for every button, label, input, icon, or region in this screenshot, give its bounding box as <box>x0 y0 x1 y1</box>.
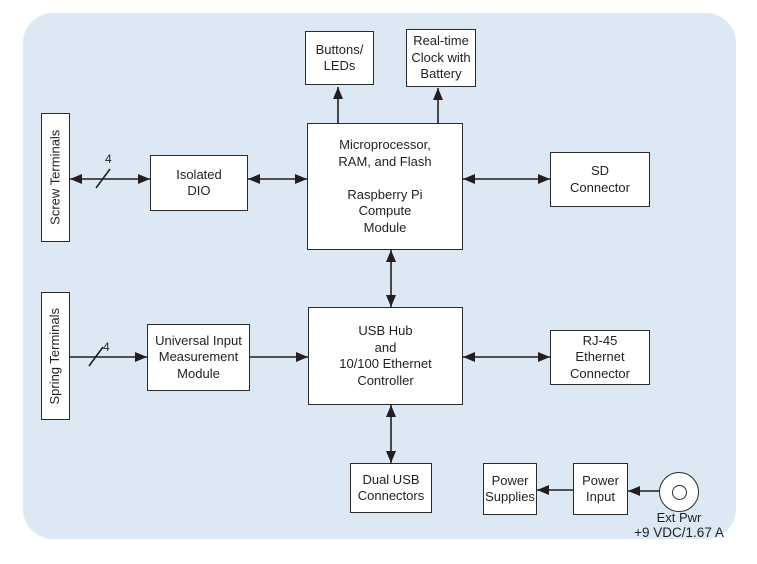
bus-width-label-screw: 4 <box>105 152 112 166</box>
node-isolated-dio: Isolated DIO <box>150 155 248 211</box>
node-buttons-leds: Buttons/ LEDs <box>305 31 374 85</box>
node-label: Real-time Clock with Battery <box>411 33 471 82</box>
node-screw-terminals: Screw Terminals <box>41 113 70 242</box>
node-rj45-connector: RJ-45 Ethernet Connector <box>550 330 650 385</box>
ext-pwr-label: Ext Pwr <box>656 510 702 525</box>
node-label: Dual USB Connectors <box>357 471 425 504</box>
bus-width-label-spring: 4 <box>103 340 110 354</box>
node-label: Isolated DIO <box>176 166 222 199</box>
node-label: USB Hub and 10/100 Ethernet Controller <box>339 323 432 388</box>
ext-pwr-rating: +9 VDC/1.67 A <box>634 525 724 540</box>
diagram-panel <box>23 13 736 539</box>
node-realtime-clock: Real-time Clock with Battery <box>406 29 476 87</box>
node-label: Buttons/ LEDs <box>315 41 364 74</box>
power-jack-icon <box>659 472 699 512</box>
node-power-supplies: Power Supplies <box>483 463 537 515</box>
node-label: Power Input <box>582 472 619 505</box>
node-universal-input-module: Universal Input Measurement Module <box>147 324 250 391</box>
node-microprocessor: Microprocessor, RAM, and Flash Raspberry… <box>307 123 463 250</box>
node-spring-terminals: Spring Terminals <box>41 292 70 420</box>
node-label: Screw Terminals <box>47 129 63 226</box>
node-power-input: Power Input <box>573 463 628 515</box>
node-label: SD Connector <box>570 163 630 195</box>
node-usb-hub: USB Hub and 10/100 Ethernet Controller <box>308 307 463 405</box>
node-label: Microprocessor, RAM, and Flash Raspberry… <box>338 137 432 235</box>
node-label: RJ-45 Ethernet Connector <box>570 332 630 381</box>
node-label: Power Supplies <box>485 472 535 505</box>
power-jack-pin-icon <box>671 484 687 500</box>
node-label: Spring Terminals <box>47 307 63 405</box>
node-sd-connector: SD Connector <box>550 152 650 207</box>
node-dual-usb-connectors: Dual USB Connectors <box>350 463 432 513</box>
node-label: Universal Input Measurement Module <box>155 332 242 381</box>
